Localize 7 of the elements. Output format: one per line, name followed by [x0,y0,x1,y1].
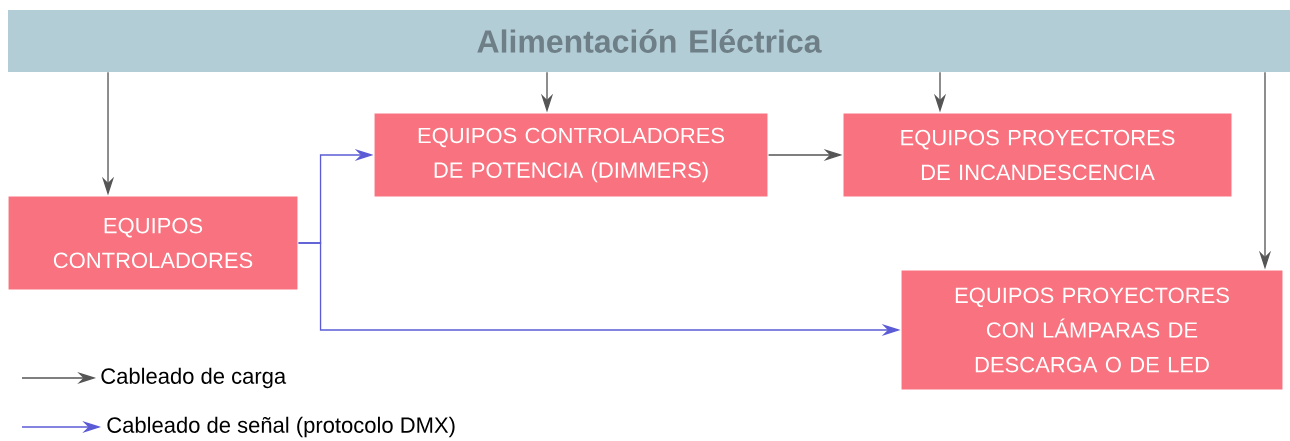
legend-text: Cableado de señal (protocolo DMX) [107,416,455,438]
process-box: EQUIPOS CONTROLADORES DE POTENCIA (DIMMERS) [373,112,769,198]
process-box: EQUIPOS PROYECTORES CON LÁMPARAS DE DESCARGA O DE LED [900,269,1284,391]
process-box: EQUIPOS CONTROLADORES [7,195,299,291]
banner: Alimentación Eléctrica [8,10,1290,72]
process-box: EQUIPOS PROYECTORES DE INCANDESCENCIA [842,112,1233,198]
legend-text: Cableado de carga [101,367,287,389]
